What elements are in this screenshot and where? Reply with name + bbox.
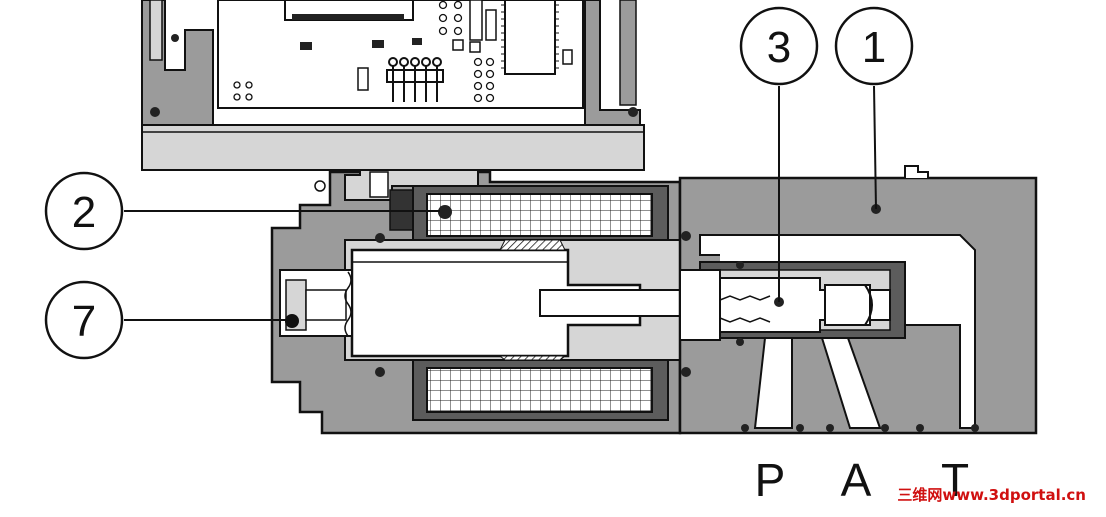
callout-3: 3 xyxy=(739,6,819,86)
valve-body xyxy=(678,165,1038,435)
callout-2-label: 2 xyxy=(72,188,96,237)
leader-lines xyxy=(124,85,877,321)
watermark-text: 三维网www.3dportal.cn xyxy=(897,486,1086,504)
port-label-a: A xyxy=(841,454,872,506)
solenoid-body xyxy=(270,169,682,435)
callout-3-label: 3 xyxy=(767,23,791,72)
port-label-t: T xyxy=(941,454,969,506)
callout-2: 2 xyxy=(44,171,124,251)
callout-1-label: 1 xyxy=(862,23,886,72)
callout-7-label: 7 xyxy=(72,297,96,346)
port-label-p: P xyxy=(755,454,786,506)
electronics-housing xyxy=(141,0,645,171)
callout-1: 1 xyxy=(834,6,914,86)
callout-7: 7 xyxy=(44,280,124,360)
